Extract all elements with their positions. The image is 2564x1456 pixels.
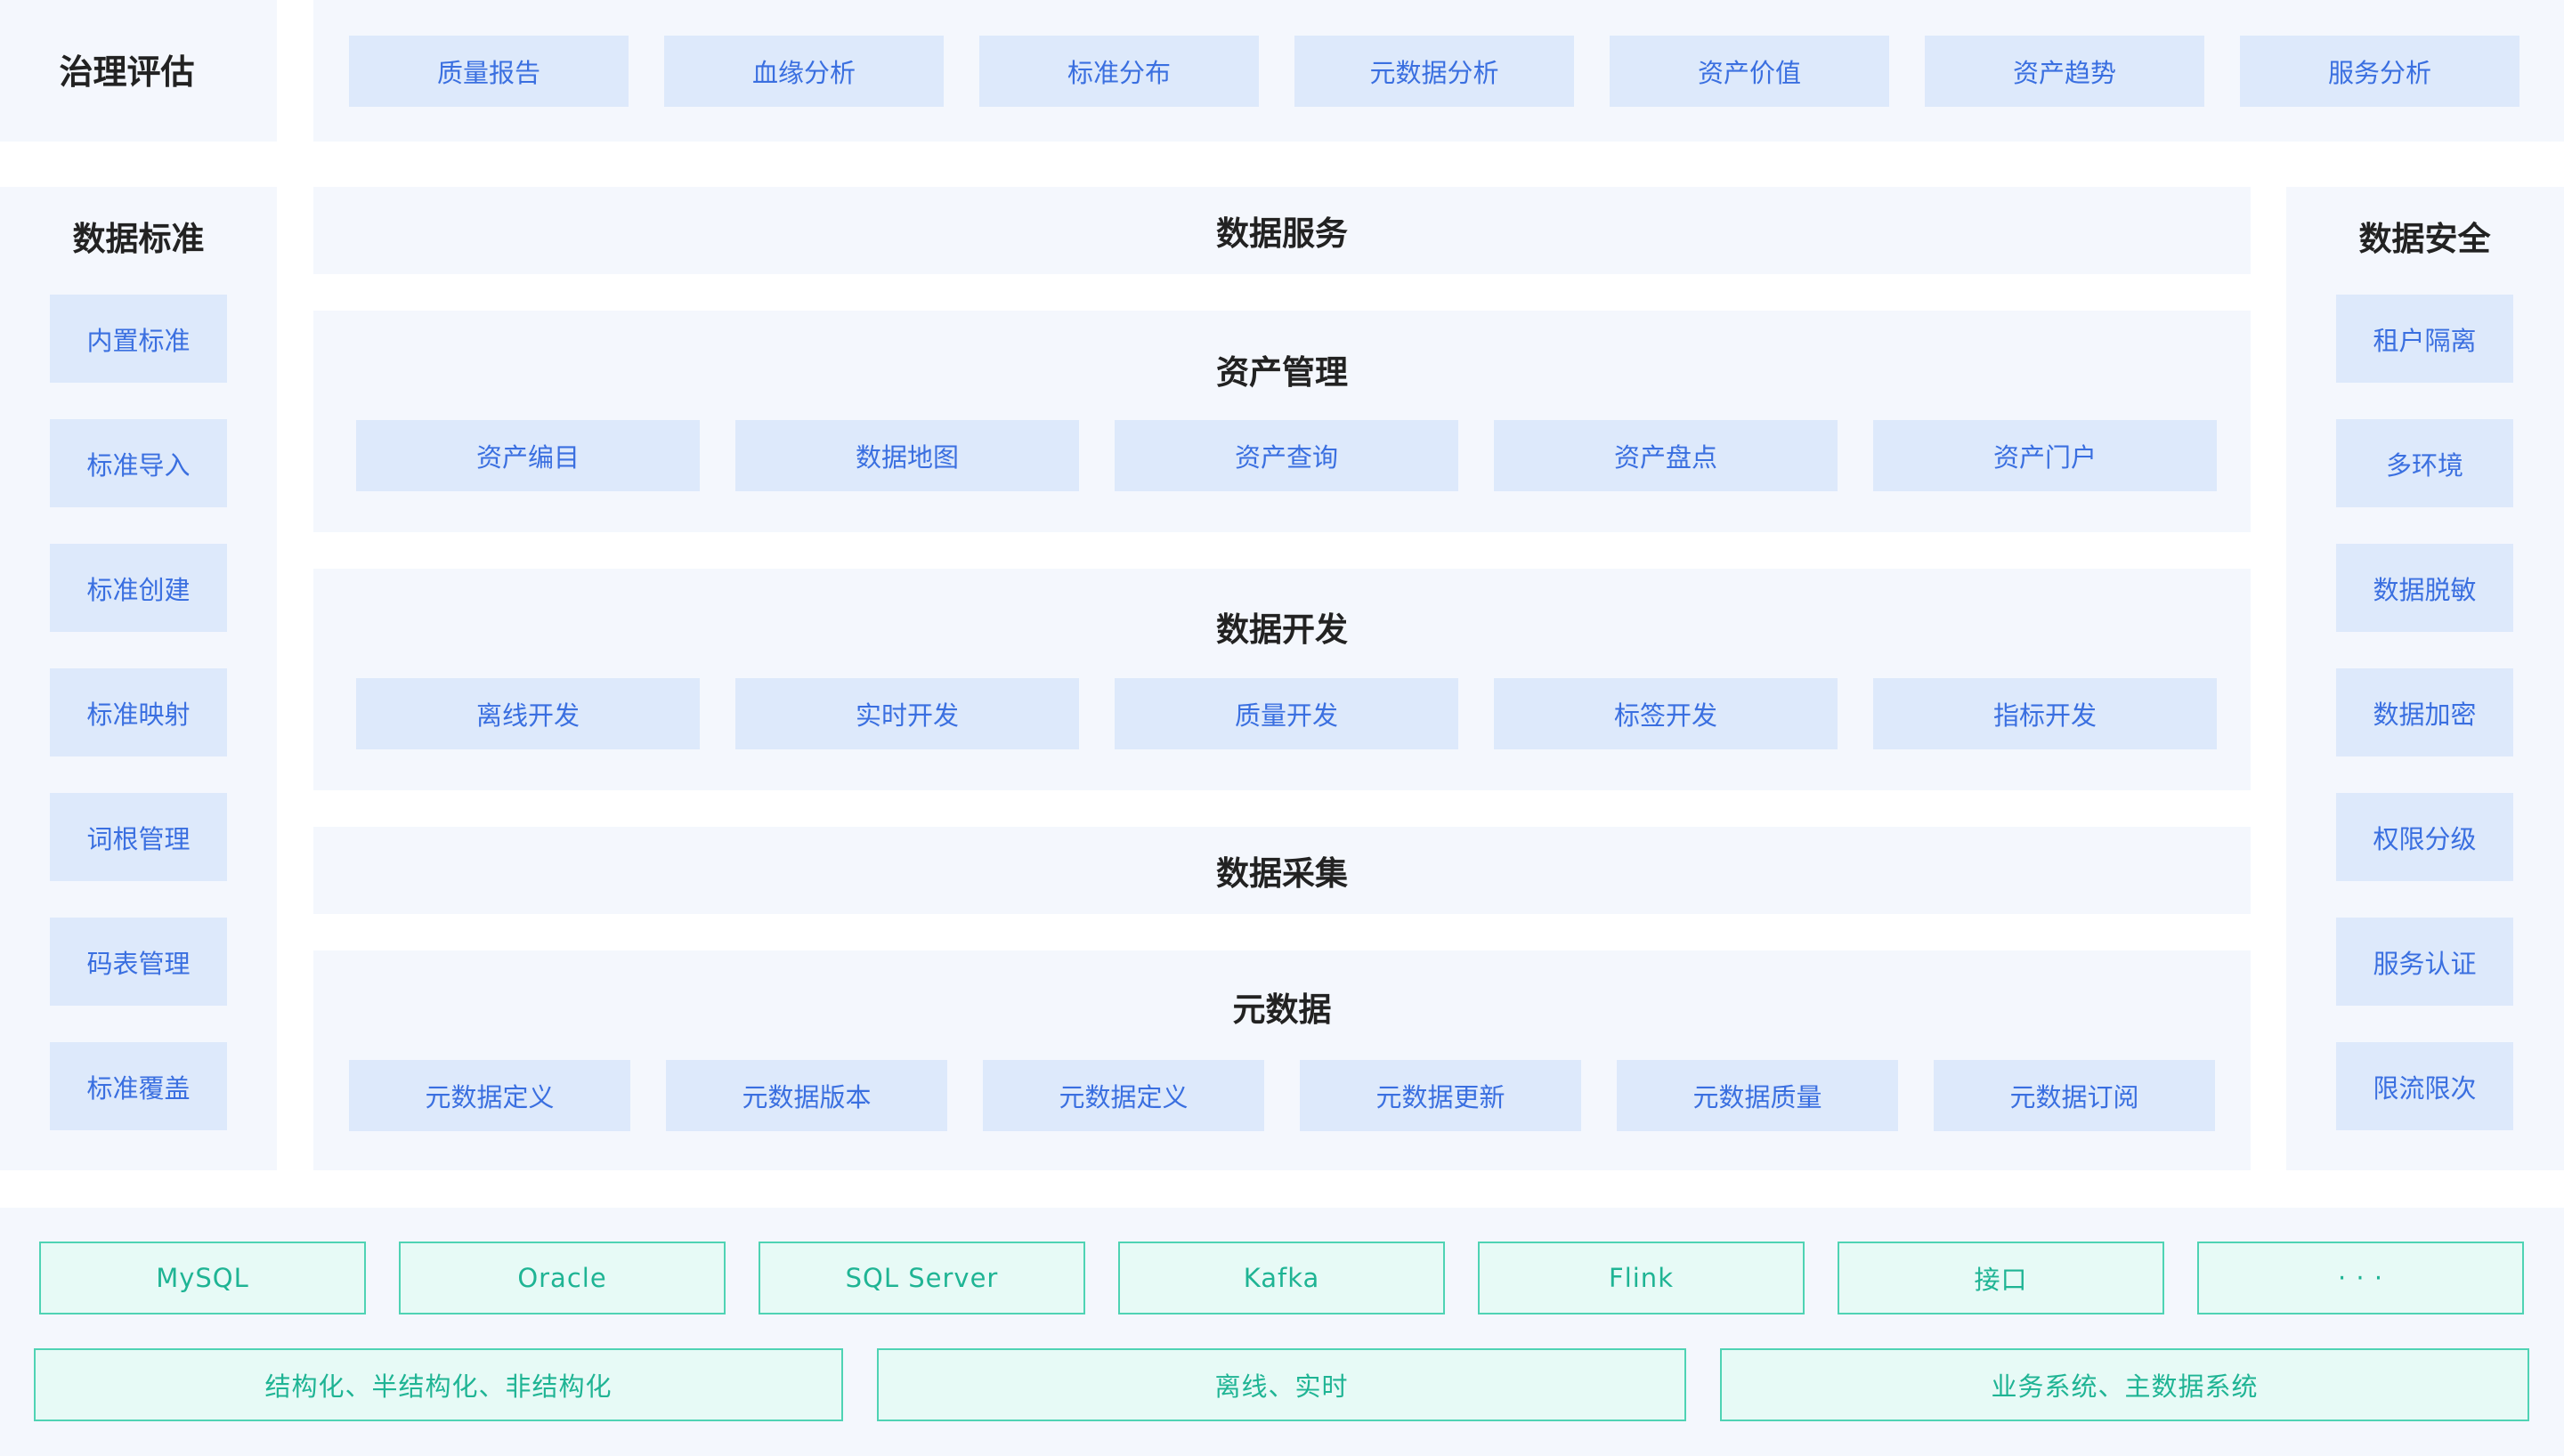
data-dev-item[interactable]: 指标开发 <box>1873 678 2217 749</box>
source-flink[interactable]: Flink <box>1478 1242 1805 1314</box>
asset-mgmt-title: 资产管理 <box>1216 353 1348 392</box>
data-dev-item[interactable]: 质量开发 <box>1115 678 1458 749</box>
data-dev-item[interactable]: 离线开发 <box>356 678 700 749</box>
source-more[interactable]: · · · <box>2197 1242 2524 1314</box>
data-security-title: 数据安全 <box>2358 220 2491 258</box>
source-sql-server[interactable]: SQL Server <box>759 1242 1085 1314</box>
data-dev-item[interactable]: 标签开发 <box>1494 678 1838 749</box>
data-security-item[interactable]: 数据加密 <box>2336 668 2513 756</box>
metadata-panel <box>313 950 2251 1170</box>
asset-mgmt-item[interactable]: 资产编目 <box>356 420 700 491</box>
data-service-panel <box>313 187 2251 274</box>
data-standard-item[interactable]: 标准创建 <box>50 544 227 632</box>
data-standard-item[interactable]: 词根管理 <box>50 793 227 881</box>
metadata-item[interactable]: 元数据定义 <box>349 1060 630 1131</box>
governance-title: 治理评估 <box>59 53 195 92</box>
data-security-item[interactable]: 租户隔离 <box>2336 295 2513 383</box>
source-mysql[interactable]: MySQL <box>39 1242 366 1314</box>
governance-title-panel <box>0 0 277 142</box>
data-standard-item[interactable]: 码表管理 <box>50 918 227 1006</box>
data-security-item[interactable]: 限流限次 <box>2336 1042 2513 1130</box>
data-standard-item[interactable]: 标准覆盖 <box>50 1042 227 1130</box>
metadata-title: 元数据 <box>1232 991 1332 1029</box>
source-api[interactable]: 接口 <box>1838 1242 2164 1314</box>
governance-item[interactable]: 质量报告 <box>349 36 629 107</box>
data-service-title: 数据服务 <box>1216 214 1348 253</box>
data-security-item[interactable]: 权限分级 <box>2336 793 2513 881</box>
data-dev-item[interactable]: 实时开发 <box>735 678 1079 749</box>
data-standard-item[interactable]: 标准映射 <box>50 668 227 756</box>
data-security-item[interactable]: 服务认证 <box>2336 918 2513 1006</box>
governance-item[interactable]: 资产价值 <box>1610 36 1889 107</box>
source-type-structure: 结构化、半结构化、非结构化 <box>34 1348 843 1421</box>
data-collect-panel <box>313 827 2251 914</box>
governance-item[interactable]: 血缘分析 <box>664 36 944 107</box>
asset-mgmt-item[interactable]: 数据地图 <box>735 420 1079 491</box>
governance-item[interactable]: 元数据分析 <box>1294 36 1574 107</box>
asset-mgmt-item[interactable]: 资产查询 <box>1115 420 1458 491</box>
governance-item[interactable]: 标准分布 <box>979 36 1259 107</box>
metadata-item[interactable]: 元数据质量 <box>1617 1060 1898 1131</box>
data-standard-item[interactable]: 内置标准 <box>50 295 227 383</box>
metadata-item[interactable]: 元数据定义 <box>983 1060 1264 1131</box>
asset-mgmt-item[interactable]: 资产门户 <box>1873 420 2217 491</box>
data-collect-title: 数据采集 <box>1216 854 1348 893</box>
data-standard-item[interactable]: 标准导入 <box>50 419 227 507</box>
data-security-item[interactable]: 多环境 <box>2336 419 2513 507</box>
asset-mgmt-item[interactable]: 资产盘点 <box>1494 420 1838 491</box>
data-dev-title: 数据开发 <box>1216 611 1348 649</box>
metadata-item[interactable]: 元数据更新 <box>1300 1060 1581 1131</box>
source-oracle[interactable]: Oracle <box>399 1242 726 1314</box>
metadata-item[interactable]: 元数据订阅 <box>1934 1060 2215 1131</box>
governance-item[interactable]: 服务分析 <box>2240 36 2519 107</box>
data-security-item[interactable]: 数据脱敏 <box>2336 544 2513 632</box>
metadata-item[interactable]: 元数据版本 <box>666 1060 947 1131</box>
source-type-timing: 离线、实时 <box>877 1348 1686 1421</box>
source-type-systems: 业务系统、主数据系统 <box>1720 1348 2529 1421</box>
source-kafka[interactable]: Kafka <box>1118 1242 1445 1314</box>
governance-item[interactable]: 资产趋势 <box>1925 36 2204 107</box>
data-standard-title: 数据标准 <box>72 220 205 258</box>
